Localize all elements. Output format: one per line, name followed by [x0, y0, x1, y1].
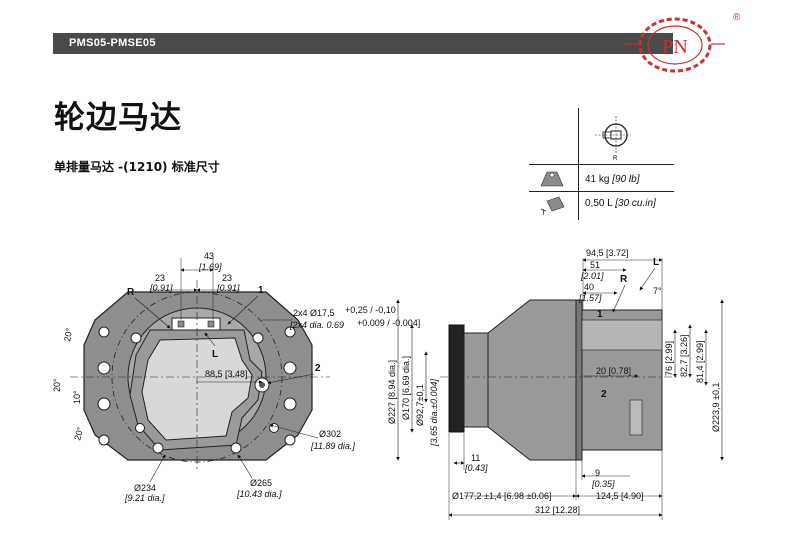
port-label-1: 1 [258, 285, 264, 296]
front-view: 43 [1.69] 23 [0.91] 23 [0.91] R 1 L 2 88… [52, 251, 420, 503]
spec-row-rule [529, 164, 674, 165]
side-view: 94,5 [3.72] 51 [2.01] 40 [1.57] R L 7° 1… [387, 248, 724, 520]
dim-43: 43 [204, 251, 214, 261]
shaft-label: R [613, 156, 618, 160]
dia-227: Ø227 [8.94 dia.] [387, 360, 397, 424]
dia-302: Ø302 [319, 429, 341, 439]
dia-177-2: Ø177,2 ±1,4 [6.98 ±0.06] [452, 491, 551, 501]
dim-76: 76 [2.99] [664, 341, 674, 376]
angle-10: 10° [72, 390, 82, 404]
registered-mark: ® [733, 12, 741, 23]
dim-81-4: 81,4 [2.99] [695, 340, 705, 383]
dia-234: Ø234 [134, 483, 156, 493]
dim-124-5: 124,5 [4.90] [596, 491, 644, 501]
dia-170: Ø170 [6.69 dia.] [401, 356, 411, 420]
dia-234-in: [9.21 dia.] [124, 493, 165, 503]
dim-82-7: 82,7 [3.26] [679, 334, 689, 377]
dia-92-7: Ø92,7±0,1 [415, 384, 425, 426]
weight-value: 41 kg [90 lb] [585, 174, 640, 185]
angle-20-left: 20° [52, 378, 62, 392]
dim-51: 51 [590, 260, 600, 270]
side-label-l: L [653, 257, 659, 268]
logo-text: PN [662, 36, 688, 58]
dim-9: 9 [595, 468, 600, 478]
dim-11-in: [0.43] [464, 463, 488, 473]
dim-9-in: [0.35] [591, 479, 615, 489]
bolt-holes-in: [2x4 dia. 0.69 [289, 320, 344, 330]
page-subtitle: 单排量马达 -(1210) 标准尺寸 [54, 160, 220, 174]
dim-23-left: 23 [155, 273, 165, 283]
shaft-key-icon: R [595, 116, 631, 160]
side-label-2: 2 [601, 389, 607, 400]
spec-row-rule [529, 191, 674, 192]
angle-20-bottom: 20° [72, 425, 85, 441]
bolt-holes: 2x4 Ø17,5 [293, 308, 335, 318]
port-label-l: L [212, 349, 218, 360]
header-bar: PMS05-PMSE05 [53, 33, 673, 54]
port-label-2: 2 [315, 363, 321, 374]
dim-43-in: [1.69] [198, 262, 222, 272]
side-label-r: R [620, 274, 628, 285]
dim-20: 20 [0.78] [596, 366, 631, 376]
dia-92-7-in: [3.65 dia.±0.004] [429, 379, 439, 447]
dim-23-right-in: [0.91] [216, 283, 240, 293]
volume-value: 0,50 L [30 cu.in] [585, 198, 656, 209]
dim-23-right: 23 [222, 273, 232, 283]
angle-20-top: 20° [62, 327, 74, 343]
dim-40: 40 [584, 282, 594, 292]
dia-302-in: [11.89 dia.] [310, 441, 355, 451]
port-label-r: R [127, 287, 135, 298]
spec-table: R 41 kg [90 lb] 0,50 L [30 cu.in] [529, 108, 674, 220]
side-label-1: 1 [597, 309, 603, 320]
dim-94-5: 94,5 [3.72] [586, 248, 629, 258]
weight-icon [540, 171, 564, 187]
dim-88-5: 88,5 [3.48] [205, 369, 248, 379]
page-title: 轮边马达 [54, 100, 182, 136]
pn-logo: PN [625, 17, 725, 73]
side-angle-7: 7° [653, 286, 662, 296]
dim-11: 11 [471, 453, 480, 463]
oil-volume-icon [540, 196, 565, 216]
bolt-holes-tol: +0,25 / -0,10 [345, 305, 396, 315]
model-code: PMS05-PMSE05 [69, 37, 156, 49]
dim-40-in: [1.57] [578, 293, 602, 303]
dia-265-in: [10.43 dia.] [236, 489, 282, 499]
dim-23-left-in: [0.91] [149, 283, 173, 293]
dia-265: Ø265 [250, 478, 272, 488]
dim-51-in: [2.01] [580, 271, 604, 281]
dim-312: 312 [12.28] [535, 505, 580, 515]
dia-223-9: Ø223,9 ±0,1 [711, 383, 721, 432]
bolt-holes-in-tol: +0.009 / -0.004] [357, 318, 420, 328]
